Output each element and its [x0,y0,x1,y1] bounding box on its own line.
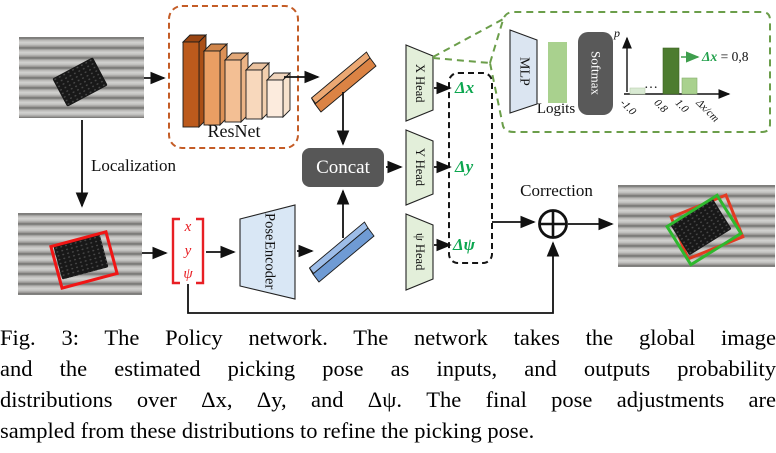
pose-vector-y: y [184,242,192,259]
mlp-label: MLP [516,57,532,86]
global-image-photo [19,37,144,118]
logits-label: Logits [536,101,576,117]
chart-annotation: Δx = 0,8 [702,49,748,65]
pose-encoder-line1: Pose [261,213,278,241]
bar-1p0 [681,77,698,95]
tick-1p0: 1.0 [672,97,691,116]
softmax-block: Softmax [578,32,613,115]
figure-caption: Fig. 3: The Policy network. The network … [0,322,776,446]
black-tray-object [52,57,108,107]
psi-head-label: ψ Head [413,233,427,271]
chart-xlabel: Δx/cm [693,97,722,125]
pose-vector-x: x [184,219,192,235]
pose-encoder-label: Pose Encoder [246,209,292,293]
logits-bar [548,42,567,103]
bar-0p8 [662,47,680,95]
pose-vector: x y ψ [174,220,202,282]
delta-y-output: Δy [455,157,474,176]
caption-line-2: and the estimated picking pose as inputs… [0,356,776,381]
resnet-label: ResNet [207,121,261,141]
chart-annotation-value: = 0,8 [720,49,749,64]
correction-label: Correction [520,181,593,200]
caption-line-3: distributions over Δx, Δy, and Δψ. The f… [0,387,776,412]
pose-encoder-line2: Encoder [261,240,278,289]
tick-neg1: -1.0 [617,97,639,118]
caption-line-1: Fig. 3: The Policy network. The network … [0,325,776,350]
tick-0p8: 0.8 [651,97,670,116]
y-head-label: Y Head [413,148,427,187]
x-head-label: X Head [413,63,427,103]
chart-ylabel: p [614,26,620,40]
caption-line-4: sampled from these distributions to refi… [0,418,535,443]
correction-sum-node [538,209,568,239]
localized-image-photo [18,213,142,295]
concat-block: Concat [302,148,384,187]
image-feature-bar [310,51,377,113]
delta-x-output: Δx [455,78,475,97]
chart-ellipsis: … [644,77,658,92]
bar-neg1 [629,87,646,95]
softmax-label: Softmax [588,51,604,96]
pose-feature-bar [308,221,375,283]
red-picking-bbox [49,230,119,290]
corrected-image-photo [618,185,775,267]
pose-vector-psi: ψ [183,266,193,282]
concat-label: Concat [316,156,370,178]
probability-chart [622,36,731,99]
delta-psi-output: Δψ [453,235,476,254]
localization-label: Localization [91,156,176,175]
chart-annotation-symbol: Δx [702,49,718,64]
